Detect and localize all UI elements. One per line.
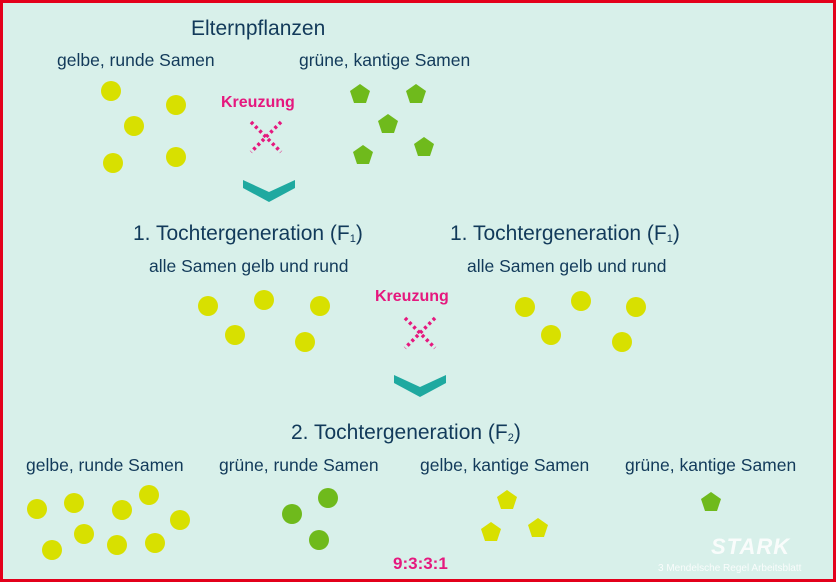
angular-yellow-seed [528, 518, 548, 537]
watermark-caption: 3 Mendelsche Regel Arbeitsblatt [658, 563, 802, 574]
round-yellow-seed [541, 325, 561, 345]
round-yellow-seed [139, 485, 159, 505]
round-yellow-seed [107, 535, 127, 555]
parents-right-label: grüne, kantige Samen [299, 50, 471, 70]
round-yellow-seed [198, 296, 218, 316]
round-yellow-seed [27, 499, 47, 519]
chevron-down-icon [243, 180, 295, 202]
round-green-seed [282, 504, 302, 524]
f1-title-right: 1. Tochtergeneration (F1) [450, 222, 680, 245]
chevron-down-icon [394, 375, 446, 397]
round-yellow-seed [124, 116, 144, 136]
f2-title: 2. Tochtergeneration (F2) [291, 421, 521, 444]
round-yellow-seed [571, 291, 591, 311]
angular-yellow-seed [481, 522, 501, 541]
round-yellow-seed [515, 297, 535, 317]
round-yellow-seed [170, 510, 190, 530]
round-yellow-seed [42, 540, 62, 560]
f2-label-yellow-round: gelbe, runde Samen [26, 455, 184, 475]
stark-logo: STARK [711, 534, 791, 559]
cross-icon [249, 120, 283, 154]
ratio-label: 9:3:3:1 [393, 554, 448, 573]
round-yellow-seed [626, 297, 646, 317]
round-yellow-seed [74, 524, 94, 544]
cross-icon [403, 316, 437, 350]
angular-green-seed [353, 145, 373, 164]
round-yellow-seed [166, 95, 186, 115]
angular-green-seed [414, 137, 434, 156]
round-yellow-seed [254, 290, 274, 310]
parents-cross-label: Kreuzung [221, 94, 295, 111]
round-yellow-seed [103, 153, 123, 173]
f2-label-green-angular: grüne, kantige Samen [625, 455, 797, 475]
f1-label-left: alle Samen gelb und rund [149, 256, 349, 276]
round-green-seed [318, 488, 338, 508]
f1-label-right: alle Samen gelb und rund [467, 256, 667, 276]
round-yellow-seed [101, 81, 121, 101]
angular-green-seed [406, 84, 426, 103]
round-yellow-seed [166, 147, 186, 167]
parents-title: Elternpflanzen [191, 17, 326, 40]
round-yellow-seed [310, 296, 330, 316]
angular-green-seed [378, 114, 398, 133]
angular-green-seed [701, 492, 721, 511]
round-yellow-seed [112, 500, 132, 520]
angular-green-seed [350, 84, 370, 103]
round-yellow-seed [145, 533, 165, 553]
f2-label-yellow-angular: gelbe, kantige Samen [420, 455, 590, 475]
round-yellow-seed [612, 332, 632, 352]
f1-title-left: 1. Tochtergeneration (F1) [133, 222, 363, 245]
round-yellow-seed [64, 493, 84, 513]
f1-cross-label: Kreuzung [375, 288, 449, 305]
f2-label-green-round: grüne, runde Samen [219, 455, 379, 475]
round-yellow-seed [295, 332, 315, 352]
parents-left-label: gelbe, runde Samen [57, 50, 215, 70]
angular-yellow-seed [497, 490, 517, 509]
round-green-seed [309, 530, 329, 550]
round-yellow-seed [225, 325, 245, 345]
